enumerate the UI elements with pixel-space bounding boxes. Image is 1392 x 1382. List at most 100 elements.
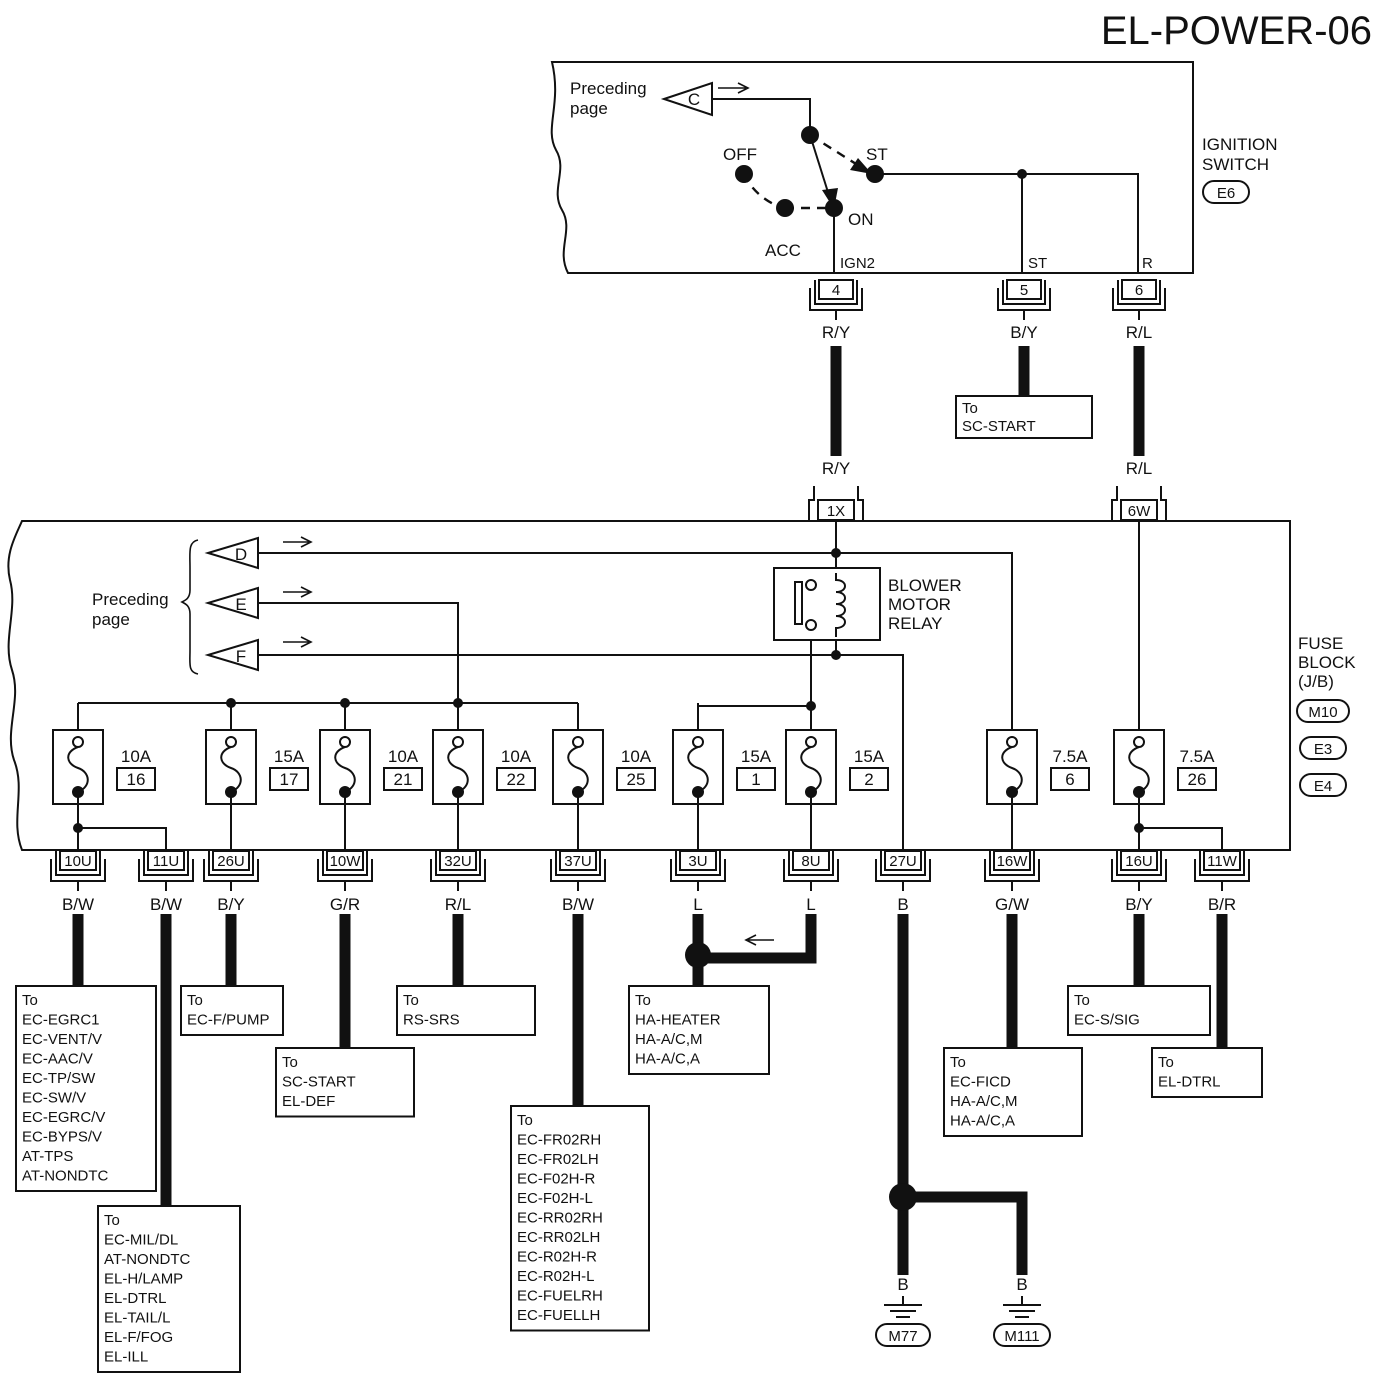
- connector-label: 10U: [64, 853, 92, 870]
- connector-label: 3U: [688, 853, 707, 870]
- destination-o2[interactable]: ToEC-FR02RHEC-FR02LHEC-F02H-REC-F02H-LEC…: [510, 1105, 650, 1332]
- connector-label: 6: [1135, 282, 1143, 299]
- wire-color: R/L: [445, 895, 471, 914]
- destination-mil[interactable]: ToEC-MIL/DLAT-NONDTCEL-H/LAMPEL-DTRLEL-T…: [97, 1205, 241, 1373]
- wire-color-r-y: R/Y: [822, 323, 850, 342]
- destination-item: EC-BYPS/V: [22, 1129, 102, 1146]
- svg-text:E3: E3: [1314, 741, 1332, 758]
- destination-item: EC-F02H-R: [517, 1171, 596, 1188]
- svg-text:MOTOR: MOTOR: [888, 595, 951, 614]
- fuse-block-label-2: BLOCK: [1298, 653, 1356, 672]
- svg-text:F: F: [236, 647, 246, 666]
- svg-text:E4: E4: [1314, 778, 1332, 795]
- connector-32u: 32U R/L: [430, 850, 486, 914]
- destination-boxes: ToEC-EGRC1EC-VENT/VEC-AAC/VEC-TP/SWEC-SW…: [15, 985, 1263, 1373]
- switch-contact-acc: [776, 199, 794, 217]
- destination-item: HA-A/C,A: [950, 1113, 1015, 1130]
- destination-to: To: [1158, 1054, 1174, 1071]
- destination-item: EC-EGRC1: [22, 1012, 100, 1029]
- svg-text:B: B: [897, 1275, 908, 1294]
- svg-text:C: C: [688, 90, 700, 109]
- connector-label: 16W: [997, 853, 1029, 870]
- position-on-label: ON: [848, 210, 874, 229]
- wire-color: G/W: [995, 895, 1029, 914]
- fuse-icon: [334, 746, 356, 793]
- destination-item: RS-SRS: [403, 1012, 460, 1029]
- destination-item: EL-DTRL: [1158, 1074, 1221, 1091]
- fuse-icon: [1001, 746, 1023, 793]
- destination-to: To: [282, 1054, 298, 1071]
- destination-item: EC-SW/V: [22, 1090, 86, 1107]
- position-off-label: OFF: [723, 145, 757, 164]
- destination-item: EC-FR02RH: [517, 1132, 601, 1149]
- wire-color: B/Y: [217, 895, 244, 914]
- destination-item: EC-TP/SW: [22, 1070, 96, 1087]
- svg-text:E6: E6: [1217, 185, 1235, 202]
- destination-item: EC-R02H-R: [517, 1249, 597, 1266]
- position-acc-label: ACC: [765, 241, 801, 260]
- connector-label: 37U: [564, 853, 592, 870]
- page-link-e[interactable]: E: [204, 586, 259, 620]
- connector-pin-4: 4: [809, 279, 863, 320]
- splice-10u-11u: [78, 827, 167, 850]
- fuse-number: 2: [864, 770, 873, 789]
- destination-item: EL-TAIL/L: [104, 1310, 170, 1327]
- connector-6w: 6W: [1111, 486, 1167, 521]
- destination-sc-start[interactable]: To SC-START: [955, 395, 1093, 439]
- fuse-rating: 10A: [501, 747, 532, 766]
- connector-label: 1X: [827, 503, 845, 520]
- st-terminal-wire: [875, 173, 1139, 273]
- ground-icon: [884, 1304, 922, 1318]
- fuse-block-label-1: FUSE: [1298, 634, 1343, 653]
- destination-to: To: [950, 1054, 966, 1071]
- page-link-c[interactable]: C: [660, 81, 713, 117]
- destination-item: EL-F/FOG: [104, 1329, 173, 1346]
- fuse-icon: [220, 746, 242, 793]
- destination-item: EC-FICD: [950, 1074, 1011, 1091]
- fuse-number: 1: [751, 770, 760, 789]
- destination-item: AT-NONDTC: [22, 1168, 109, 1185]
- fuse-block-outline: [7, 520, 1291, 851]
- destination-item: AT-NONDTC: [104, 1251, 191, 1268]
- destination-item: EC-F02H-L: [517, 1190, 593, 1207]
- destination-item: AT-TPS: [22, 1148, 73, 1165]
- fuse-icon: [1128, 746, 1150, 793]
- preceding-page-label-4: page: [92, 610, 130, 629]
- destination-item: EC-VENT/V: [22, 1031, 102, 1048]
- destination-item: SC-START: [282, 1074, 356, 1091]
- connector-label: 8U: [801, 853, 820, 870]
- wire-color: B/W: [150, 895, 182, 914]
- page-link-f[interactable]: F: [204, 638, 259, 672]
- connector-badge-m10: M10: [1296, 699, 1350, 723]
- connector-label: 4: [832, 282, 840, 299]
- arrow-right-icon: [283, 636, 313, 648]
- fuse-number: 16: [127, 770, 146, 789]
- ignition-switch-outline: [550, 61, 1194, 274]
- destination-to: To: [22, 992, 38, 1009]
- svg-text:BLOWER: BLOWER: [888, 576, 962, 595]
- connector-label: 10W: [330, 853, 362, 870]
- fuse-number: 6: [1065, 770, 1074, 789]
- page-title: EL-POWER-06: [1101, 9, 1372, 53]
- destination-egr[interactable]: ToEC-EGRC1EC-VENT/VEC-AAC/VEC-TP/SWEC-SW…: [15, 985, 157, 1192]
- connector-label: 32U: [444, 853, 472, 870]
- svg-text:To: To: [962, 400, 978, 417]
- fuse-block-label-3: (J/B): [1298, 672, 1334, 691]
- page-link-d[interactable]: D: [204, 536, 259, 570]
- fuse-icon: [800, 746, 822, 793]
- ignition-feed-wire: [712, 98, 811, 135]
- preceding-page-label-2: page: [570, 99, 608, 118]
- destination-item: EC-RR02LH: [517, 1229, 600, 1246]
